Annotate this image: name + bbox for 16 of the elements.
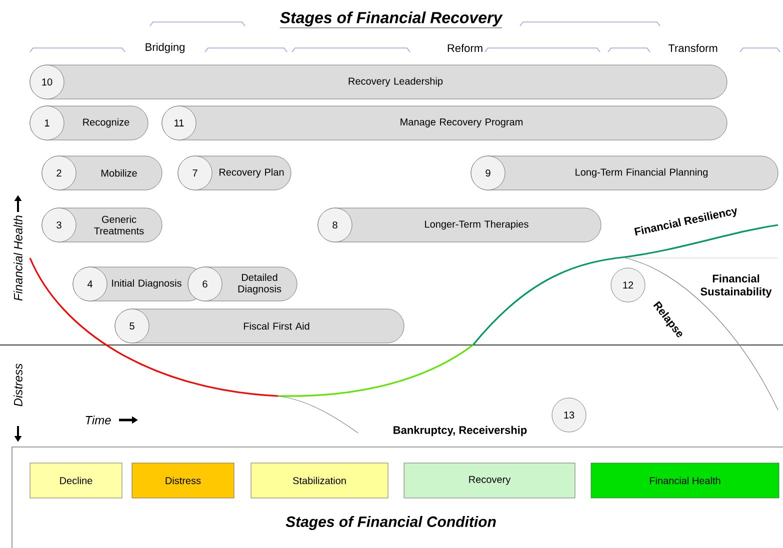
axis-label: Financial Health [14, 216, 22, 301]
curve-label: Financial Sustainability [700, 274, 772, 298]
axis-label: Distress [14, 364, 22, 406]
stage-heading: Reform [448, 44, 482, 52]
stage-box: Decline [30, 462, 122, 498]
stage-box: Distress [132, 462, 234, 498]
section-title: Stages of Financial Condition [286, 516, 496, 530]
stage-heading: Bridging [146, 42, 184, 54]
title: Stages of Financial Recovery [280, 12, 503, 28]
stage-box: Stabilization [250, 462, 388, 498]
axis-label: Time [86, 416, 111, 424]
stage-heading: Transform [668, 44, 718, 52]
stage-box: Recovery [404, 462, 576, 498]
curve-label: Financial Resiliency [634, 208, 737, 236]
curve-label: Bankruptcy, Receivership [394, 426, 527, 436]
stage-box: Financial Health [590, 462, 780, 498]
